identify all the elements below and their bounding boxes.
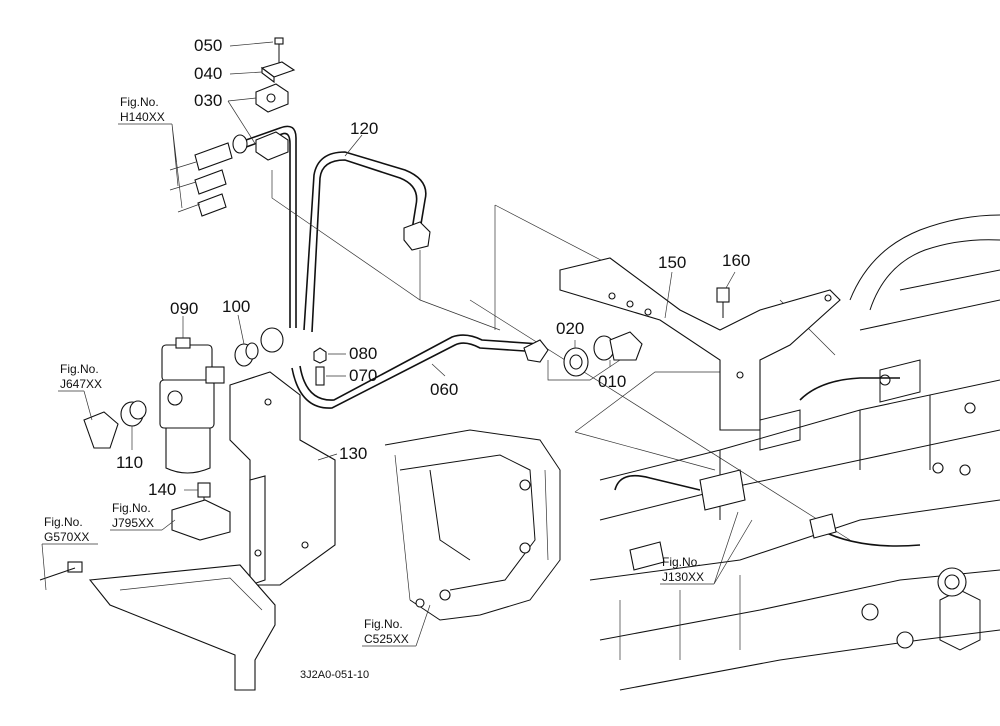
bracket-j795 [171,499,231,541]
plate-g570 [39,561,276,691]
svg-text:130: 130 [339,444,367,463]
svg-text:Fig.No.: Fig.No. [60,362,99,376]
callout-080: 080 [328,344,377,363]
svg-text:060: 060 [430,380,458,399]
figref-j647: Fig.No. J647XX [58,362,102,421]
nut-080 [313,347,327,364]
callout-070: 070 [326,366,377,385]
svg-text:Fig.No.: Fig.No. [120,95,159,109]
filter-090 [159,337,225,474]
pipe-060 [291,334,541,409]
bracket-130 [229,371,336,586]
callout-060: 060 [430,363,458,399]
svg-text:070: 070 [349,366,377,385]
svg-text:150: 150 [658,253,686,272]
figref-j130: Fig.No. J130XX [660,511,753,585]
elbow-010 [593,331,643,361]
callout-150: 150 [658,253,686,319]
callout-040: 040 [194,64,263,83]
elbow-j647 [83,411,119,449]
svg-text:Fig.No.: Fig.No. [44,515,83,529]
fitting-pipe-end [260,327,284,353]
callout-010: 010 [598,360,626,391]
clamp-030-lower [255,131,289,161]
svg-text:050: 050 [194,36,222,55]
callout-090: 090 [170,299,198,338]
svg-text:J130XX: J130XX [662,570,704,584]
bolt-160 [716,287,730,318]
pipe-120 [237,125,427,333]
svg-text:160: 160 [722,251,750,270]
pipe-nut [523,339,549,363]
callout-140: 140 [148,480,198,499]
svg-text:H140XX: H140XX [120,110,165,124]
fitting-110 [120,400,147,427]
callout-100: 100 [222,297,250,345]
svg-text:120: 120 [350,119,378,138]
figref-c525: Fig.No. C525XX [362,604,431,647]
svg-text:040: 040 [194,64,222,83]
pipe-nut-upper [403,221,431,251]
callout-120: 120 [344,119,378,157]
callout-160: 160 [722,251,750,289]
tractor-chassis [589,214,1000,691]
svg-text:080: 080 [349,344,377,363]
svg-text:010: 010 [598,372,626,391]
svg-text:Fig.No.: Fig.No. [364,617,403,631]
bracket-150 [559,257,841,431]
svg-text:G570XX: G570XX [44,530,89,544]
svg-text:140: 140 [148,480,176,499]
figref-j795: Fig.No. J795XX [110,501,176,531]
fitting-020 [563,347,589,377]
svg-text:Fig.No.: Fig.No. [112,501,151,515]
callout-110: 110 [116,426,143,472]
callout-130: 130 [317,444,367,463]
svg-text:Fig.No.: Fig.No. [662,555,701,569]
svg-text:100: 100 [222,297,250,316]
plate-040 [260,61,296,84]
bolt-070 [315,366,325,386]
callout-030: 030 [194,91,257,146]
drawing-code: 3J2A0-051-10 [300,669,369,681]
svg-text:030: 030 [194,91,222,110]
svg-text:C525XX: C525XX [364,632,409,646]
figref-g570: Fig.No. G570XX [41,515,98,591]
svg-text:J647XX: J647XX [60,377,102,391]
transmission-housing [384,429,561,621]
hose-fittings [169,134,248,217]
callout-050: 050 [194,36,274,55]
svg-text:J795XX: J795XX [112,516,154,530]
clamp-030-upper [255,83,289,113]
fitting-100 [234,342,259,367]
svg-text:090: 090 [170,299,198,318]
figref-h140: Fig.No. H140XX [118,95,183,209]
svg-text:020: 020 [556,319,584,338]
callout-020: 020 [556,319,584,348]
svg-text:110: 110 [116,453,143,472]
